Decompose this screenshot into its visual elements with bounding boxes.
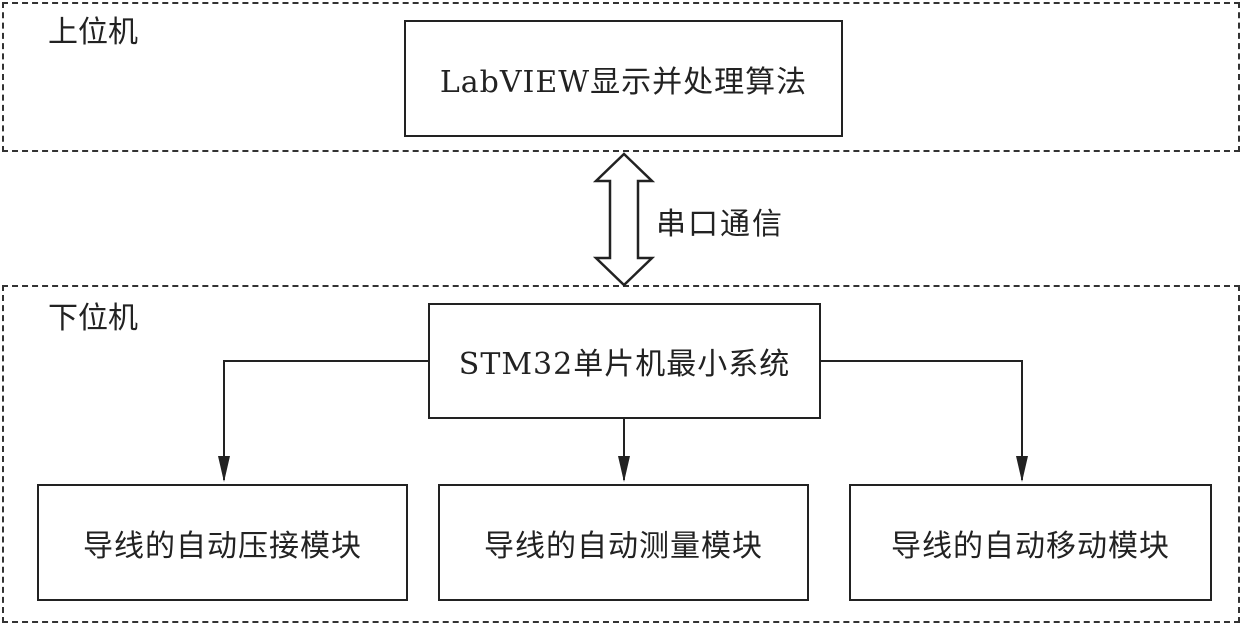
stm32-node: STM32单片机最小系统 — [428, 303, 821, 419]
crimp-module-node: 导线的自动压接模块 — [37, 484, 408, 601]
move-module-node: 导线的自动移动模块 — [849, 484, 1212, 601]
upper-computer-group — [2, 2, 1240, 152]
serial-double-arrow — [592, 152, 656, 287]
labview-node: LabVIEW显示并处理算法 — [404, 20, 843, 137]
arrowhead-move — [1016, 456, 1028, 482]
edge-stm32-to-move — [820, 360, 1023, 480]
arrowhead-crimp — [218, 456, 230, 482]
arrowhead-measure — [618, 456, 630, 482]
edge-stm32-to-crimp — [223, 360, 428, 480]
serial-communication-label: 串口通信 — [656, 207, 784, 242]
measure-module-node: 导线的自动测量模块 — [438, 484, 809, 601]
lower-computer-label: 下位机 — [48, 301, 138, 336]
lower-computer-group — [2, 285, 1240, 623]
upper-computer-label: 上位机 — [48, 15, 138, 50]
